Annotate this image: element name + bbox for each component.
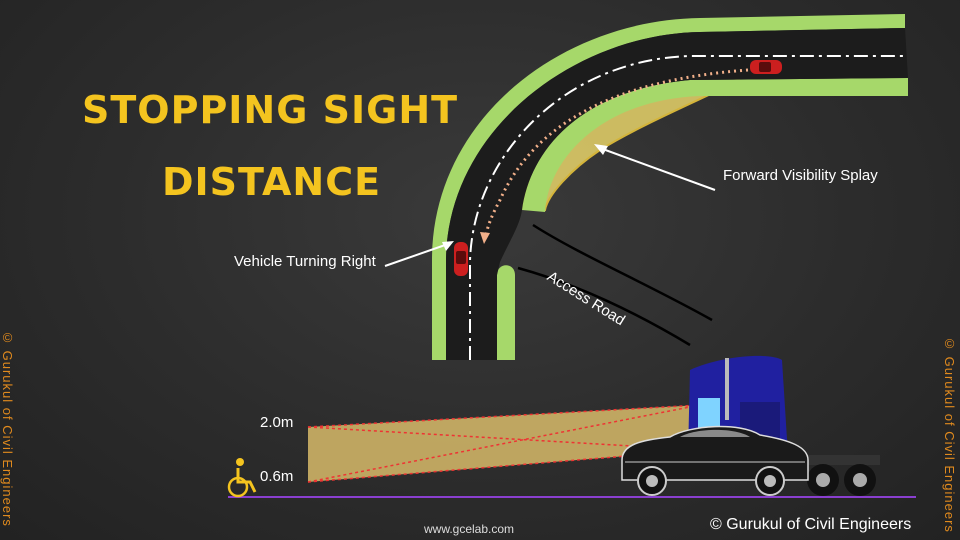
access-road-top-edge: [532, 223, 713, 322]
copyright-text: © Gurukul of Civil Engineers: [710, 516, 912, 533]
vehicle-pointer: [384, 243, 449, 267]
road-centerline: [469, 55, 905, 360]
height-upper-label: 2.0m: [260, 414, 294, 431]
title-line-1: STOPPING SIGHT: [82, 88, 459, 132]
car-turning: [454, 242, 468, 276]
title-line-2: DISTANCE: [162, 160, 382, 204]
height-lower-label: 0.6m: [260, 468, 294, 485]
splay-pointer: [599, 147, 716, 191]
road-surface: [446, 28, 908, 360]
splay-pointer-head: [594, 144, 608, 155]
website-url: www.gcelab.com: [424, 522, 515, 536]
side-watermark-right: © Gurukul of Civil Engineers: [942, 336, 957, 533]
side-watermark-left: © Gurukul of Civil Engineers: [0, 330, 15, 527]
sports-car: [621, 425, 809, 496]
access-road-bottom-edge: [517, 266, 691, 347]
vehicle-turning-label: Vehicle Turning Right: [234, 253, 376, 270]
vehicle-pointer-head: [442, 241, 454, 251]
car-top: [750, 60, 782, 74]
road-inner-edge: [497, 265, 515, 360]
wheelchair-icon: [227, 458, 257, 498]
sight-path-arrow: [480, 232, 490, 244]
forward-splay-label: Forward Visibility Splay: [723, 167, 878, 184]
sight-line-3: [307, 404, 701, 483]
road-inner-curve: [522, 78, 908, 212]
